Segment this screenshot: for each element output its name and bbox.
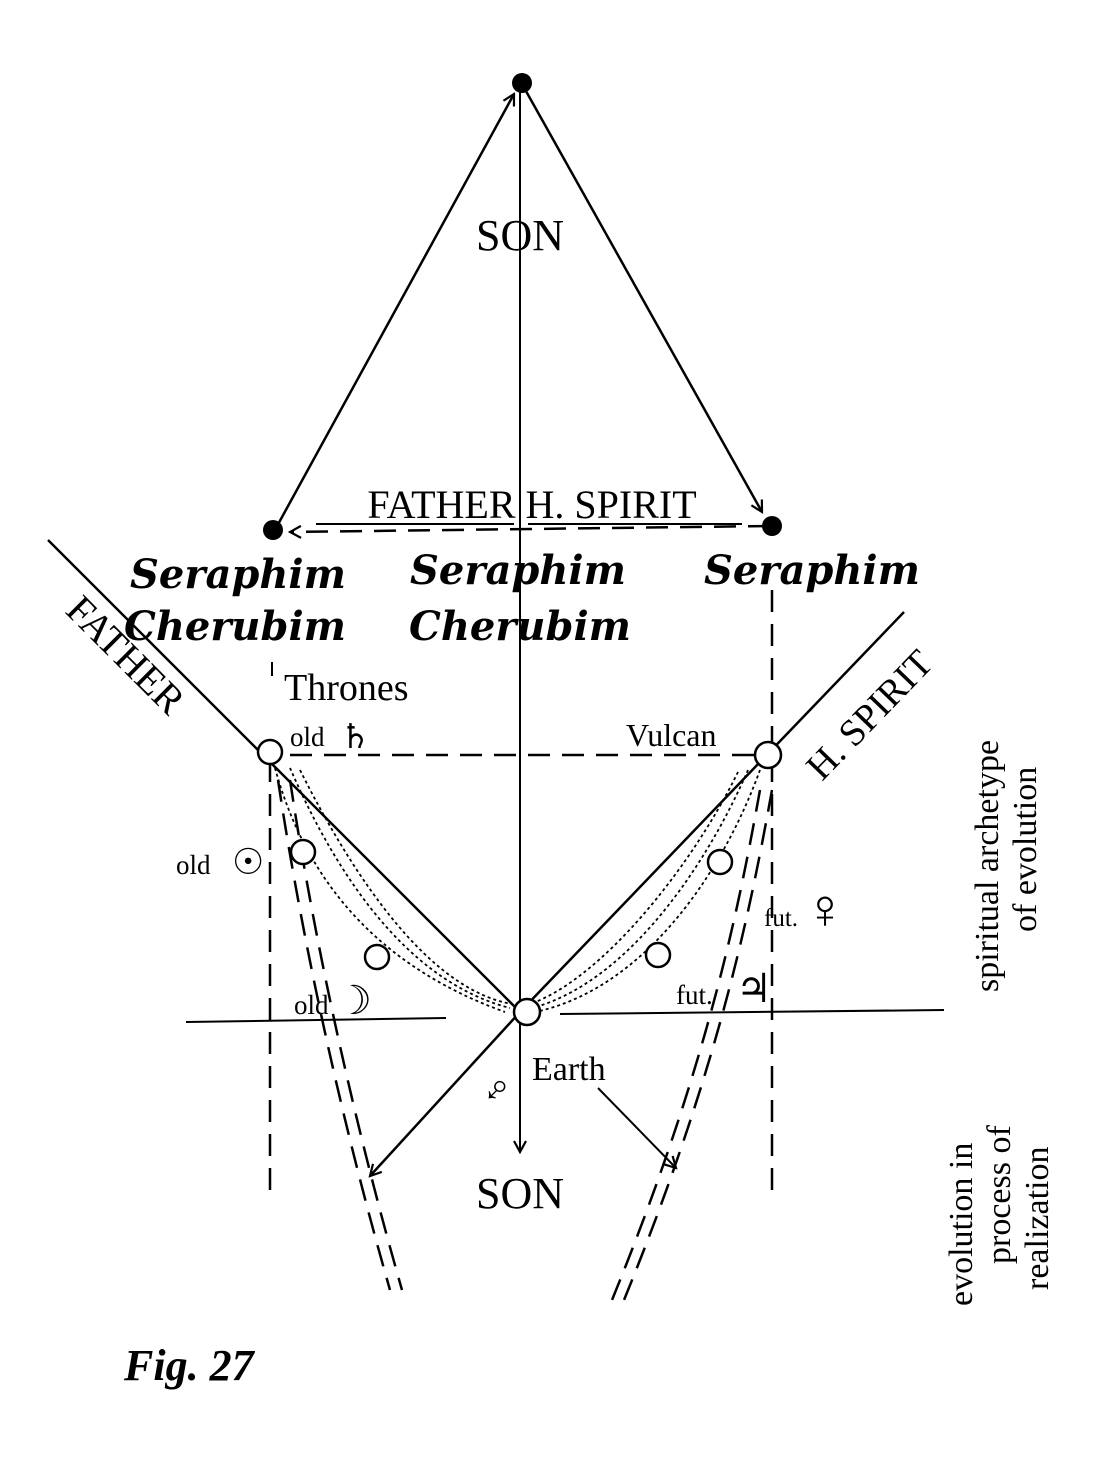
- moon-stage-circle: [363, 943, 391, 971]
- side-upper-line1: spiritual archetype: [969, 740, 1006, 992]
- venus-symbol: ♀: [804, 879, 846, 941]
- mars-symbol: ♂: [482, 1067, 512, 1112]
- old-moon-label: old: [294, 990, 329, 1020]
- old-saturn-circle: [256, 738, 284, 766]
- left-hatch-band-2: [289, 767, 511, 1009]
- side-lower-line2: process of: [981, 1125, 1018, 1264]
- father-diagonal-line: [47, 539, 521, 1013]
- lower-left-arrow: [370, 1011, 521, 1176]
- sun-symbol: ☉: [232, 842, 264, 882]
- father-to-son-arrow: [274, 94, 514, 529]
- son-point: [512, 73, 532, 93]
- fut-venus-label: fut.: [764, 905, 798, 932]
- venus-stage-circle: [706, 848, 734, 876]
- hspirit-diagonal-line: [519, 611, 905, 1013]
- figure-caption: Fig. 27: [123, 1341, 256, 1390]
- thrones-label: Thrones: [284, 667, 409, 709]
- right-curve-inner: [622, 789, 774, 1301]
- hspirit-point: [762, 516, 782, 536]
- hspirit-diagonal-label: H. SPIRIT: [798, 642, 941, 788]
- son-to-hspirit-arrow: [520, 83, 762, 512]
- left-curve-outer: [276, 779, 392, 1291]
- cherubim-left-label: Cherubim: [124, 603, 346, 650]
- son-bottom-label: SON: [476, 1169, 564, 1218]
- earth-label: Earth: [532, 1051, 606, 1088]
- right-hatch-band-2: [531, 769, 749, 1009]
- baseline-right: [559, 1009, 945, 1015]
- father-hspirit-label: FATHER H. SPIRIT: [367, 482, 696, 527]
- saturn-symbol: ♄: [340, 719, 370, 756]
- seraphim-center-label: Seraphim: [410, 547, 626, 594]
- right-hatch-band-1: [534, 769, 761, 1013]
- side-lower-line1: evolution in: [943, 1143, 980, 1306]
- lower-right-arrow: [597, 1087, 676, 1168]
- vulcan-circle: [753, 740, 783, 770]
- vulcan-label: Vulcan: [626, 717, 716, 753]
- seraphim-right-label: Seraphim: [704, 547, 920, 594]
- hspirit-to-father-dashed-arrow: [290, 524, 771, 532]
- old-sun-label: old: [176, 850, 211, 880]
- baseline-left: [185, 1017, 447, 1023]
- side-upper-line2: of evolution: [1007, 767, 1044, 932]
- moon-symbol: ☽: [336, 978, 372, 1023]
- fut-jupiter-label: fut.: [676, 980, 713, 1010]
- old-saturn-label: old: [290, 722, 325, 752]
- jupiter-stage-circle: [644, 941, 672, 969]
- father-point: [263, 520, 283, 540]
- right-hatch-band-3: [529, 771, 739, 1005]
- right-curve-outer: [610, 789, 762, 1301]
- left-hatch-band-3: [299, 769, 513, 1005]
- son-top-label: SON: [476, 211, 564, 260]
- left-curve-inner: [288, 779, 404, 1291]
- side-lower-line3: realization: [1019, 1147, 1056, 1290]
- seraphim-left-label: Seraphim: [130, 551, 346, 598]
- jupiter-symbol: ♃: [736, 966, 772, 1011]
- cherubim-center-label: Cherubim: [409, 603, 631, 650]
- sun-stage-circle: [289, 838, 317, 866]
- earth-circle: [512, 997, 542, 1027]
